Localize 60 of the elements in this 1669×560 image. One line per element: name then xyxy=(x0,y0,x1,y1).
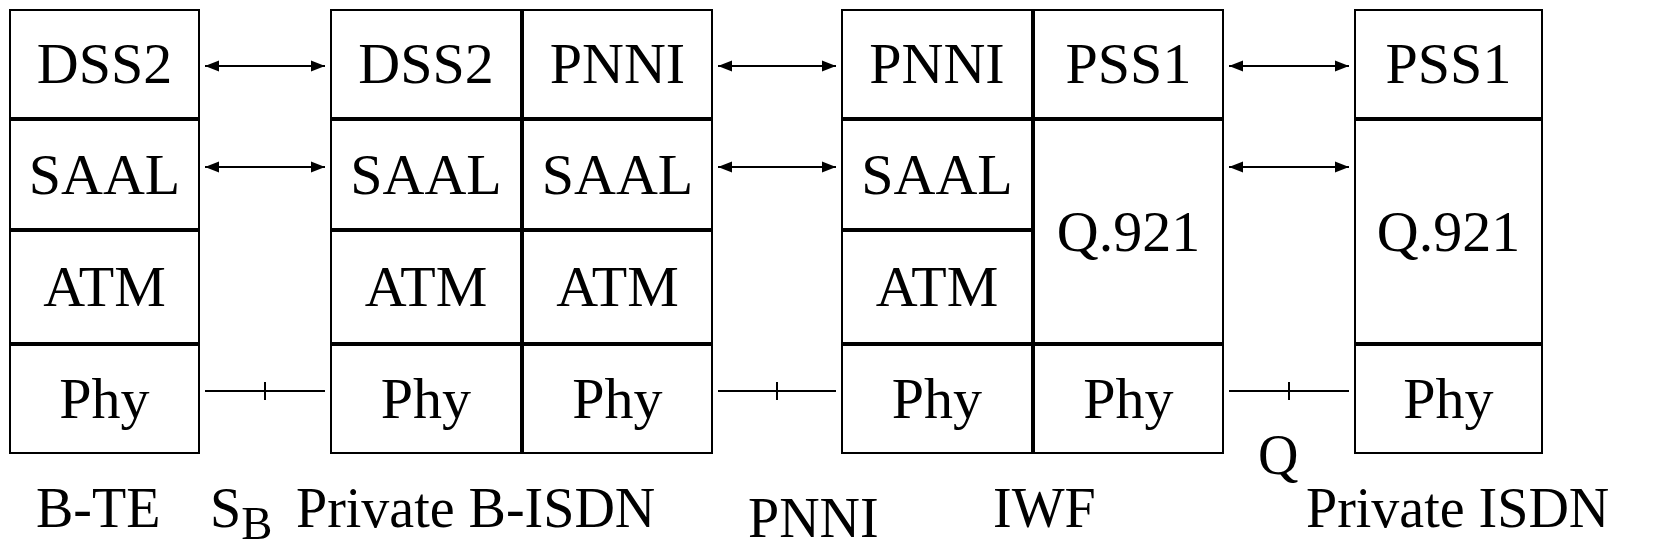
layer-name: Phy xyxy=(380,370,472,428)
double-arrow xyxy=(717,60,837,72)
link-line xyxy=(717,381,837,401)
link-line xyxy=(204,381,326,401)
protocol-layer-box xyxy=(522,9,713,119)
protocol-layer-box xyxy=(330,119,522,230)
layer-name: PSS1 xyxy=(1385,35,1512,93)
protocol-layer-box xyxy=(841,344,1033,454)
protocol-layer-box xyxy=(841,230,1033,344)
layer-name: DSS2 xyxy=(358,35,494,93)
caption-text: Private ISDN xyxy=(1306,478,1610,540)
protocol-layer-box xyxy=(330,230,522,344)
layer-name: Phy xyxy=(1083,370,1174,428)
link-line xyxy=(1228,381,1350,401)
layer-name: SAAL xyxy=(350,145,502,204)
layer-name: PNNI xyxy=(869,35,1005,93)
layer-name: ATM xyxy=(43,258,166,316)
double-arrow xyxy=(717,161,837,173)
protocol-layer-box xyxy=(1033,344,1224,454)
protocol-layer-box xyxy=(841,9,1033,119)
layer-name: SAAL xyxy=(541,145,694,204)
layer-name: Q.921 xyxy=(1056,202,1201,261)
layer-name: PSS1 xyxy=(1065,35,1192,93)
layer-name: Phy xyxy=(891,370,983,428)
protocol-layer-box xyxy=(1033,119,1224,344)
protocol-layer-box xyxy=(1354,344,1543,454)
protocol-layer-box xyxy=(9,9,200,119)
caption-text: IWF xyxy=(993,478,1096,540)
layer-name: ATM xyxy=(556,258,679,316)
layer-name: SAAL xyxy=(28,145,181,204)
protocol-layer-box xyxy=(330,9,522,119)
layer-name: DSS2 xyxy=(36,35,173,93)
layer-name: Phy xyxy=(572,370,663,428)
caption-text: Private B-ISDN xyxy=(296,478,656,540)
protocol-layer-box xyxy=(1354,9,1543,119)
double-arrow xyxy=(204,60,326,72)
protocol-layer-box xyxy=(9,344,200,454)
protocol-layer-box xyxy=(1354,119,1543,344)
layer-name: PNNI xyxy=(549,35,686,93)
double-arrow xyxy=(1228,161,1350,173)
protocol-layer-box xyxy=(9,119,200,230)
protocol-layer-box xyxy=(522,230,713,344)
protocol-layer-box xyxy=(1033,9,1224,119)
caption-text: S$_{B}$ xyxy=(210,478,273,550)
protocol-layer-box xyxy=(522,119,713,230)
layer-name: Phy xyxy=(1403,370,1494,428)
layer-name: SAAL xyxy=(861,145,1013,204)
double-arrow xyxy=(204,161,326,173)
layer-name: ATM xyxy=(875,258,999,316)
layer-name: ATM xyxy=(364,258,488,316)
protocol-layer-box xyxy=(522,344,713,454)
double-arrow xyxy=(1228,60,1350,72)
caption-text: Q xyxy=(1258,425,1299,487)
protocol-layer-box xyxy=(841,119,1033,230)
protocol-layer-box xyxy=(330,344,522,454)
layer-name: Phy xyxy=(59,370,150,428)
layer-name: Q.921 xyxy=(1376,202,1521,261)
caption-text: PNNI xyxy=(748,488,879,550)
protocol-layer-box xyxy=(9,230,200,344)
caption-text: B-TE xyxy=(36,478,161,540)
